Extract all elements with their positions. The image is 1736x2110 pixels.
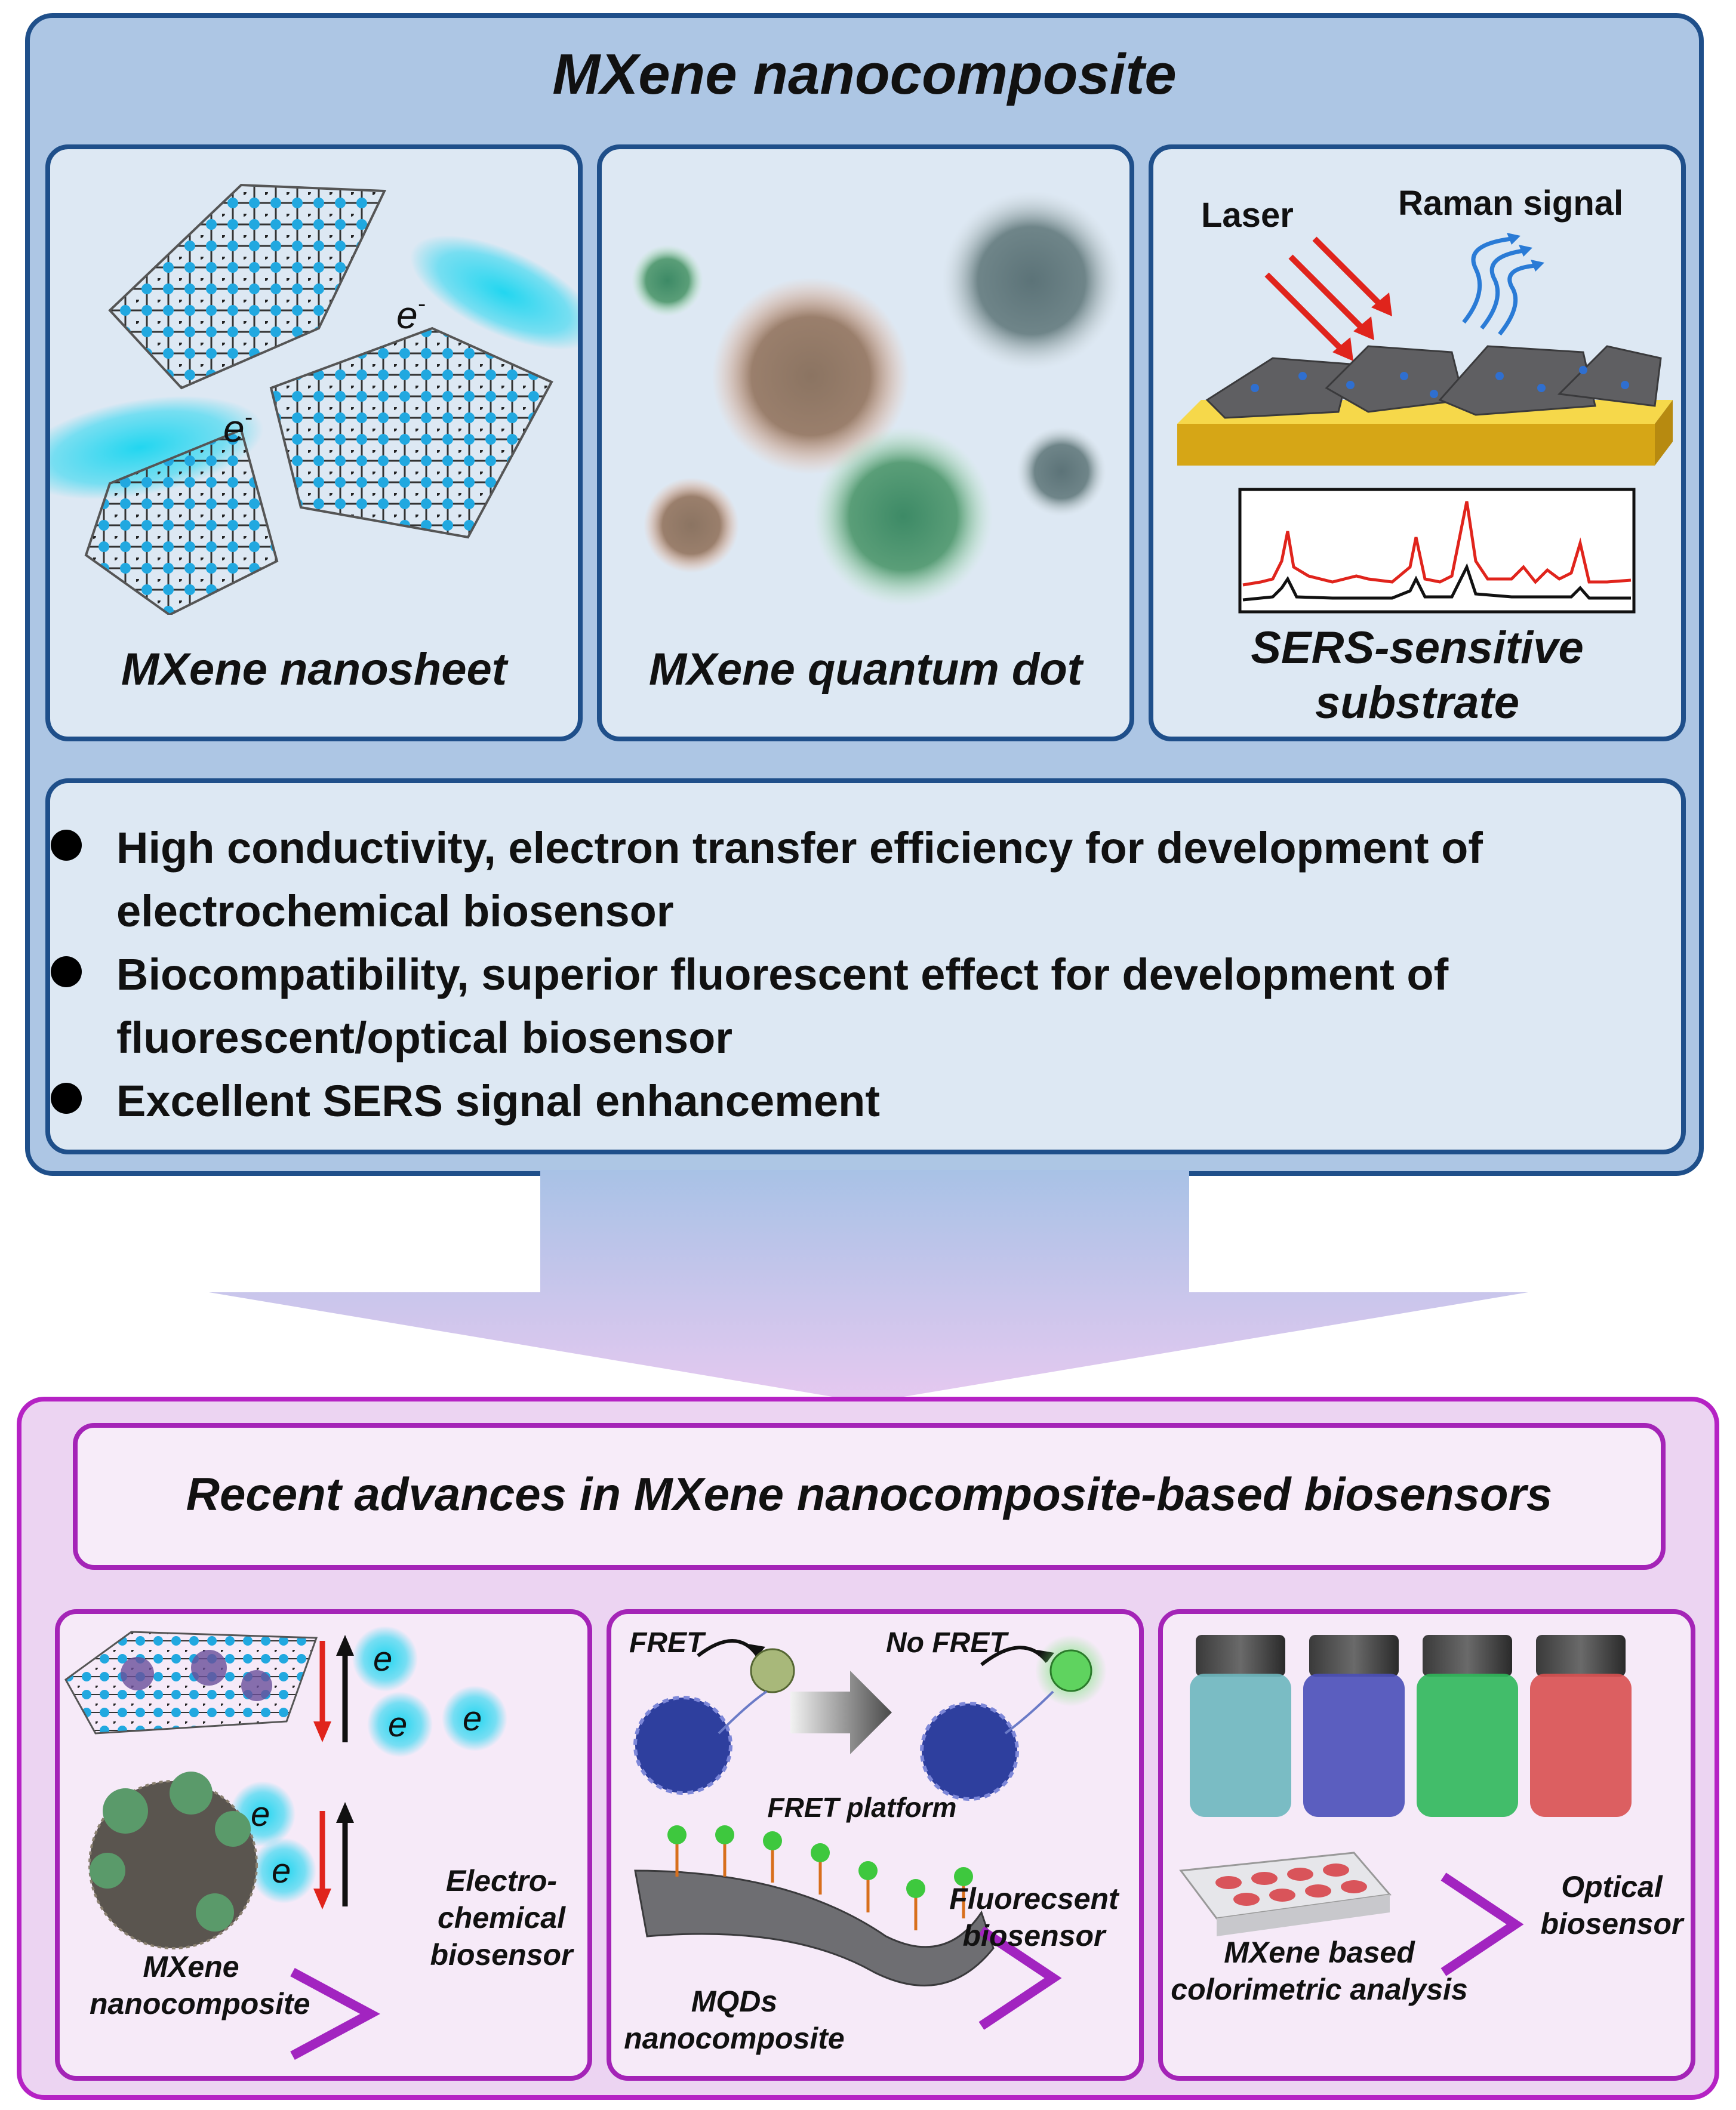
properties-card: [45, 778, 1686, 1154]
svg-text:e: e: [388, 1705, 407, 1744]
bullet-dot: [51, 830, 82, 861]
svg-text:-: -: [245, 404, 253, 430]
quantum-dot-label: MXene quantum dot: [648, 644, 1083, 695]
optical-result-label: Optical biosensor: [1540, 1870, 1683, 1940]
vials: [1190, 1635, 1632, 1817]
electron-label-2: e: [223, 407, 245, 450]
fret-platform-label: FRET platform: [768, 1792, 957, 1823]
spectrum-red: [1242, 501, 1632, 587]
svg-text:e: e: [251, 1795, 270, 1834]
fluor-result-label: Fluorecsent biosensor: [949, 1882, 1119, 1952]
raman-spectrum-box: [1238, 488, 1636, 614]
nanosheet-illustration: e - e -: [50, 183, 578, 615]
sers-label-line1: SERS-sensitive: [1251, 623, 1584, 673]
mqd-label: MQDs nanocomposite: [624, 1985, 845, 2055]
sers-label: SERS-sensitive substrate: [1149, 621, 1686, 731]
laser-arrows: [1264, 236, 1392, 361]
fluor-chevron: [978, 1926, 1062, 2030]
svg-text:e: e: [463, 1699, 482, 1738]
sers-label-line2: substrate: [1315, 677, 1520, 728]
sers-illustration: Laser Raman signal: [1177, 184, 1673, 614]
electro-composite-label: MXene nanocomposite: [90, 1950, 310, 2020]
fluorescent-illustration: FRET No FRET FRET platform: [629, 1627, 1107, 2030]
electro-chevron: [290, 1967, 380, 2060]
bullet-3: Excellent SERS signal enhancement: [51, 1070, 1669, 1133]
optical-chevron: [1440, 1872, 1524, 1976]
bottom-title-box: [73, 1423, 1666, 1570]
top-title: MXene nanocomposite: [552, 42, 1177, 106]
svg-text:-: -: [418, 291, 426, 317]
raman-label: Raman signal: [1398, 184, 1623, 223]
spectrum-black: [1242, 563, 1631, 602]
svg-text:e: e: [373, 1640, 392, 1678]
fret-label: FRET: [629, 1627, 706, 1659]
laser-label: Laser: [1201, 196, 1294, 235]
bullet-2: Biocompatibility, superior fluorescent e…: [51, 943, 1669, 1070]
bullet-dot: [51, 956, 82, 987]
no-fret-label: No FRET: [886, 1627, 1009, 1659]
svg-text:e: e: [272, 1852, 291, 1890]
raman-arrows: [1462, 236, 1536, 336]
down-arrow: [209, 1170, 1528, 1403]
properties-list: High conductivity, electron transfer eff…: [51, 817, 1669, 1133]
electro-result-label: Electro- chemical biosensor: [430, 1864, 573, 1972]
nanosheet-label: MXene nanosheet: [121, 644, 507, 695]
colorimetric-label: MXene based colorimetric analysis: [1171, 1936, 1468, 2006]
optical-illustration: [1179, 1635, 1632, 1976]
electron-label-1: e: [396, 294, 418, 337]
bottom-title: Recent advances in MXene nanocomposite-b…: [186, 1468, 1553, 1520]
bullet-dot: [51, 1083, 82, 1114]
quantum-dot-illustration: [632, 191, 1121, 606]
bullet-1: High conductivity, electron transfer eff…: [51, 817, 1669, 943]
